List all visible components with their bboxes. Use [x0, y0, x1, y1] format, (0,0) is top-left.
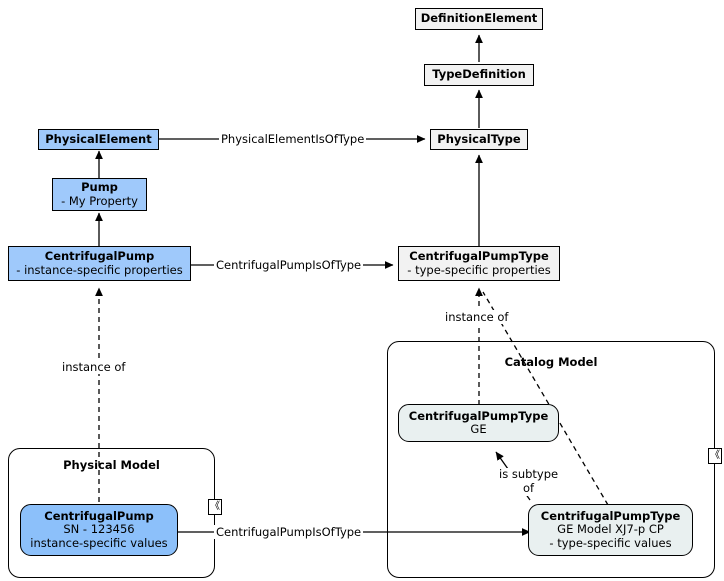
node-centrifugal-pump[interactable]: CentrifugalPump - instance-specific prop…: [8, 246, 191, 281]
frame-catalog-model-title: Catalog Model: [504, 355, 598, 369]
edge-label-is-subtype-of: is subtype of: [497, 467, 561, 496]
node-pump-label: Pump: [81, 180, 118, 195]
node-definition-element[interactable]: DefinitionElement: [415, 8, 543, 30]
stereotype-physical-model-icon: 《: [208, 499, 222, 515]
edge-label-physical-element-is-of-type: PhysicalElementIsOfType: [219, 132, 367, 146]
node-catalog-pump-type-model-model: GE Model XJ7-p CP: [557, 522, 664, 537]
edge-label-centrifugal-pump-is-of-type: CentrifugalPumpIsOfType: [214, 258, 364, 272]
node-pump[interactable]: Pump - My Property: [52, 178, 147, 211]
edge-label-is-subtype-of-line1: is subtype: [499, 467, 559, 481]
node-centrifugal-pump-property: - instance-specific properties: [16, 262, 183, 277]
node-physical-pump-instance-serial: SN - 123456: [63, 522, 135, 537]
edge-label-instance-of-right: instance of: [443, 310, 511, 324]
frame-physical-model-title: Physical Model: [63, 458, 160, 472]
stereotype-catalog-model-icon: 《: [708, 448, 722, 464]
node-physical-type-label: PhysicalType: [437, 131, 521, 146]
node-catalog-pump-type-model[interactable]: CentrifugalPumpType GE Model XJ7-p CP - …: [528, 504, 693, 556]
node-centrifugal-pump-type[interactable]: CentrifugalPumpType - type-specific prop…: [398, 246, 560, 281]
node-pump-property: - My Property: [61, 193, 138, 208]
node-catalog-pump-type-ge[interactable]: CentrifugalPumpType GE: [398, 404, 559, 442]
node-physical-type[interactable]: PhysicalType: [430, 129, 528, 150]
edge-label-is-subtype-of-line2: of: [523, 480, 535, 495]
node-type-definition[interactable]: TypeDefinition: [424, 64, 534, 86]
node-centrifugal-pump-type-label: CentrifugalPumpType: [409, 249, 549, 264]
node-physical-pump-instance-label: CentrifugalPump: [44, 509, 154, 524]
node-physical-element[interactable]: PhysicalElement: [38, 129, 159, 150]
node-physical-element-label: PhysicalElement: [45, 131, 152, 146]
node-catalog-pump-type-ge-vendor: GE: [470, 422, 487, 436]
node-type-definition-label: TypeDefinition: [432, 67, 526, 82]
node-definition-element-label: DefinitionElement: [420, 11, 538, 26]
node-physical-pump-instance[interactable]: CentrifugalPump SN - 123456 instance-spe…: [20, 504, 178, 556]
edge-label-centrifugal-pump-is-of-type-bottom: CentrifugalPumpIsOfType: [214, 525, 364, 539]
node-physical-pump-instance-values: instance-specific values: [30, 535, 168, 550]
node-catalog-pump-type-model-values: - type-specific values: [549, 535, 672, 550]
edge-label-instance-of-left: instance of: [60, 360, 128, 374]
node-centrifugal-pump-type-property: - type-specific properties: [407, 262, 551, 277]
node-catalog-pump-type-model-label: CentrifugalPumpType: [540, 509, 681, 524]
node-centrifugal-pump-label: CentrifugalPump: [44, 249, 155, 264]
